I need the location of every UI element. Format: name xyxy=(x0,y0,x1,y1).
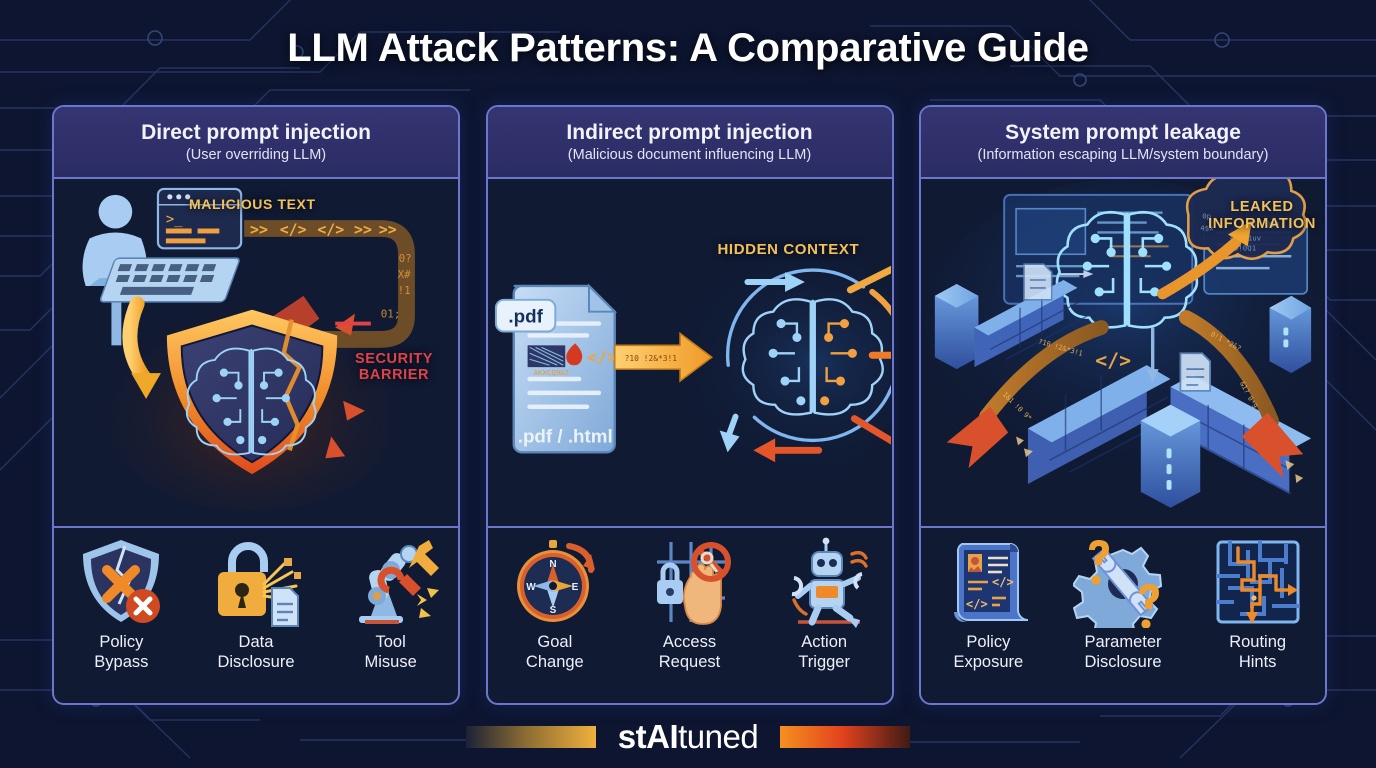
icon-cell-policy-bypass[interactable]: Policy Bypass xyxy=(57,536,185,672)
security-shield-icon xyxy=(166,309,365,475)
svg-text:</>: </> xyxy=(966,597,988,611)
code-scroll-icon: </> </> xyxy=(954,543,1029,622)
svg-text:8Gf 0Q9: 8Gf 0Q9 xyxy=(1248,220,1279,229)
svg-text:E: E xyxy=(571,582,578,593)
panel-3-subtitle: (Information escaping LLM/system boundar… xyxy=(977,147,1269,164)
panel-1-icon-strip: Policy Bypass xyxy=(54,528,458,703)
terminal-window-icon: >_ xyxy=(156,187,243,250)
brand-bold-part: stAI xyxy=(617,718,679,755)
svg-text:0?: 0? xyxy=(399,252,412,265)
indirect-injection-artwork: </> AKXCQ9&T .pdf .pdf / .html ?10 !2&*3… xyxy=(487,179,892,526)
panel-2-illustration: </> AKXCQ9&T .pdf .pdf / .html ?10 !2&*3… xyxy=(487,179,892,528)
icon-label-parameter-disclosure: Parameter Disclosure xyxy=(1084,633,1162,672)
svg-text:9!0Q1: 9!0Q1 xyxy=(1234,243,1256,252)
svg-text:</>: </> xyxy=(280,220,307,238)
icon-label-goal-change: Goal Change xyxy=(525,633,584,672)
firewall-bricks xyxy=(934,279,1312,508)
svg-text:>>: >> xyxy=(354,220,372,238)
icon-cell-parameter-disclosure[interactable]: Parameter Disclosure xyxy=(1059,536,1187,672)
icon-cell-tool-misuse[interactable]: Tool Misuse xyxy=(327,536,455,672)
panels-container: Direct prompt injection (User overriding… xyxy=(52,105,1327,705)
icon-label-tool-misuse: Tool Misuse xyxy=(364,633,417,672)
icon-label-policy-bypass: Policy Bypass xyxy=(94,633,149,672)
icon-cell-access-request[interactable]: Access Request xyxy=(625,536,753,672)
brand-footer: stAItuned xyxy=(0,718,1376,756)
icon-label-data-disclosure: Data Disclosure xyxy=(217,633,295,672)
icon-cell-action-trigger[interactable]: Action Trigger xyxy=(760,536,888,672)
panel-1-header: Direct prompt injection (User overriding… xyxy=(54,107,458,179)
icon-cell-policy-exposure[interactable]: </> </> Policy Exposure xyxy=(924,536,1052,672)
svg-text:>>: >> xyxy=(379,220,397,238)
svg-text:?10 !2&*3!1: ?10 !2&*3!1 xyxy=(624,354,677,363)
icon-label-access-request: Access Request xyxy=(658,633,721,672)
panel-2-header: Indirect prompt injection (Malicious doc… xyxy=(487,107,892,179)
brand-light-part: tuned xyxy=(678,718,759,755)
brand-gradient-bar-right xyxy=(780,726,911,748)
svg-text:>>: >> xyxy=(250,220,268,238)
panel-3-illustration: 0p4$x 8Gf 0Q940A*1uv 9!0Q1 xyxy=(921,179,1325,528)
panel-indirect-prompt-injection[interactable]: Indirect prompt injection (Malicious doc… xyxy=(485,105,894,705)
pdf-badge-text: .pdf xyxy=(508,306,543,327)
leaked-info-cloud: 0p4$x 8Gf 0Q940A*1uv 9!0Q1 xyxy=(1185,179,1307,260)
svg-text:0p: 0p xyxy=(1202,212,1211,221)
brand-wordmark: stAItuned xyxy=(617,718,759,756)
broken-padlock-document-icon xyxy=(217,542,301,627)
user-figure-icon xyxy=(82,194,240,346)
gear-wrench-question-icon xyxy=(1072,540,1163,628)
lock-hand-prohibited-icon xyxy=(657,542,732,625)
panel-direct-prompt-injection[interactable]: Direct prompt injection (User overriding… xyxy=(52,105,460,705)
svg-text:01;: 01; xyxy=(381,308,401,321)
svg-text:</>: </> xyxy=(587,347,617,367)
robot-arm-wrench-icon xyxy=(358,540,439,624)
svg-text:>_: >_ xyxy=(166,212,183,228)
panel-1-illustration: >_ >> </> </> >> >> 0? X# !1 01; xyxy=(54,179,458,528)
panel-1-title: Direct prompt injection xyxy=(141,120,371,144)
svg-text:X#: X# xyxy=(398,268,412,281)
svg-text:</>: </> xyxy=(317,220,344,238)
system-leakage-artwork: 0p4$x 8Gf 0Q940A*1uv 9!0Q1 xyxy=(921,179,1325,526)
icon-label-action-trigger: Action Trigger xyxy=(798,633,850,672)
direct-injection-artwork: >_ >> </> </> >> >> 0? X# !1 01; xyxy=(54,179,458,526)
panel-2-title: Indirect prompt injection xyxy=(566,120,813,144)
icon-label-routing-hints: Routing Hints xyxy=(1229,633,1287,672)
page-title: LLM Attack Patterns: A Comparative Guide xyxy=(287,26,1089,70)
icon-label-policy-exposure: Policy Exposure xyxy=(953,633,1024,672)
svg-text:</>: </> xyxy=(992,575,1014,589)
panel-1-subtitle: (User overriding LLM) xyxy=(185,147,327,164)
panel-2-subtitle: (Malicious document influencing LLM) xyxy=(567,147,812,164)
icon-cell-routing-hints[interactable]: Routing Hints xyxy=(1194,536,1322,672)
walking-robot-icon xyxy=(791,537,868,628)
svg-text:4$x: 4$x xyxy=(1200,223,1214,232)
radiating-arrows xyxy=(719,265,892,463)
svg-text:AKXCQ9&T: AKXCQ9&T xyxy=(533,368,569,377)
compass-redirect-icon: NS WE xyxy=(516,540,595,622)
svg-text:S: S xyxy=(549,605,556,616)
icon-cell-goal-change[interactable]: NS WE Goal Change xyxy=(491,536,619,672)
svg-text:W: W xyxy=(526,582,536,593)
panel-3-title: System prompt leakage xyxy=(1005,120,1241,144)
maze-route-icon xyxy=(1215,540,1300,624)
panel-system-prompt-leakage[interactable]: System prompt leakage (Information escap… xyxy=(919,105,1327,705)
icon-cell-data-disclosure[interactable]: Data Disclosure xyxy=(192,536,320,672)
panel-3-icon-strip: </> </> Policy Exposure xyxy=(921,528,1325,703)
panel-2-icon-strip: NS WE Goal Change xyxy=(488,528,892,703)
doc-types-text: .pdf / .html xyxy=(517,425,612,446)
panel-3-header: System prompt leakage (Information escap… xyxy=(921,107,1325,179)
svg-text:!1: !1 xyxy=(398,284,411,297)
svg-text:</>: </> xyxy=(1095,349,1131,372)
cracked-shield-x-icon xyxy=(83,540,161,623)
brand-gradient-bar-left xyxy=(465,726,596,748)
